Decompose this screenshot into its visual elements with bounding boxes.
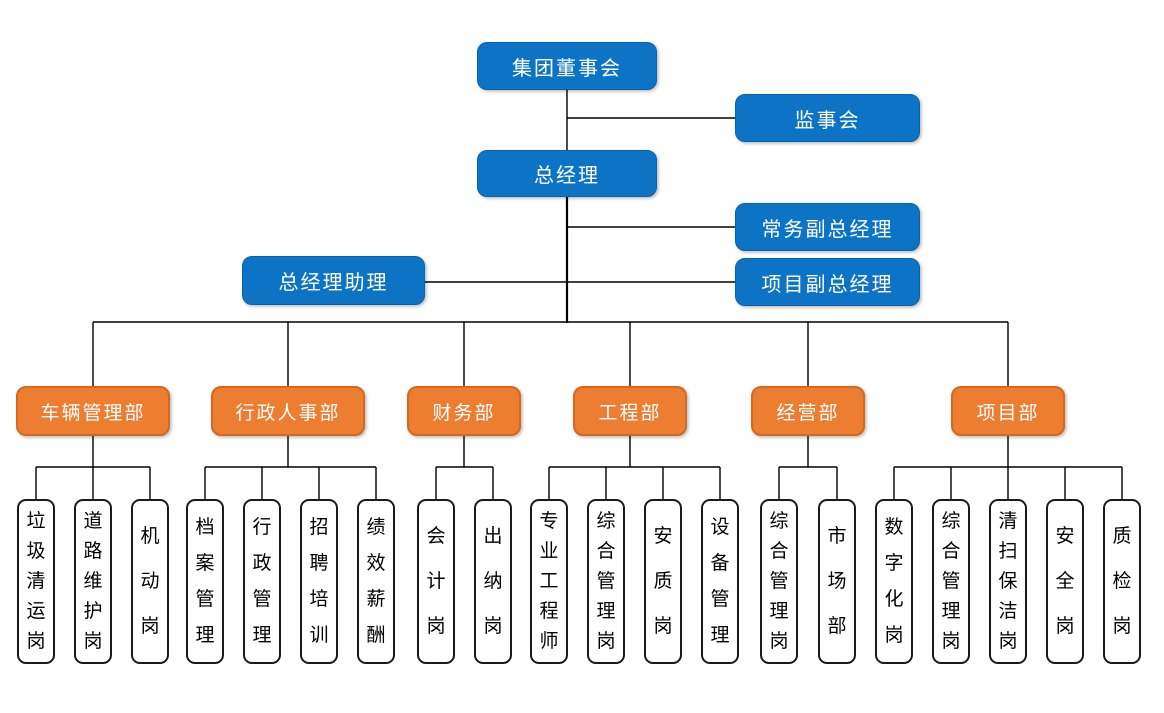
position-box: 道路维护岗	[74, 499, 112, 664]
position-box: 绩效薪酬	[357, 499, 395, 664]
node-executive-deputy-gm: 常务副总经理	[735, 203, 920, 251]
position-box: 专业工程师	[530, 499, 568, 664]
position-label: 出纳岗	[483, 526, 503, 637]
position-box: 招聘培训	[300, 499, 338, 664]
dept-admin-hr: 行政人事部	[211, 386, 365, 436]
position-label: 垃圾清运岗	[26, 511, 46, 652]
dept-engineering: 工程部	[573, 386, 687, 436]
dept-project: 项目部	[951, 386, 1065, 436]
position-box: 综合管理岗	[932, 499, 970, 664]
position-box: 数字化岗	[875, 499, 913, 664]
position-label: 安质岗	[653, 526, 673, 637]
position-box: 安质岗	[644, 499, 682, 664]
position-label: 市场部	[827, 526, 847, 637]
node-supervisory-board: 监事会	[735, 94, 920, 142]
position-label: 绩效薪酬	[366, 517, 386, 646]
dept-operations: 经营部	[751, 386, 865, 436]
position-box: 垃圾清运岗	[17, 499, 55, 664]
position-box: 会计岗	[417, 499, 455, 664]
node-board: 集团董事会	[477, 42, 657, 90]
dept-finance: 财务部	[407, 386, 521, 436]
dept-vehicle-management: 车辆管理部	[16, 386, 170, 436]
position-box: 安全岗	[1046, 499, 1084, 664]
position-box: 清扫保洁岗	[989, 499, 1027, 664]
position-box: 出纳岗	[474, 499, 512, 664]
node-general-manager: 总经理	[477, 150, 657, 197]
position-label: 综合管理岗	[769, 511, 789, 652]
position-label: 数字化岗	[884, 517, 904, 646]
position-box: 市场部	[818, 499, 856, 664]
position-label: 清扫保洁岗	[998, 511, 1018, 652]
position-box: 设备管理	[701, 499, 739, 664]
position-label: 招聘培训	[309, 517, 329, 646]
node-gm-assistant: 总经理助理	[242, 256, 425, 305]
position-box: 行政管理	[243, 499, 281, 664]
position-box: 档案管理	[186, 499, 224, 664]
position-box: 质检岗	[1103, 499, 1141, 664]
position-box: 综合管理岗	[760, 499, 798, 664]
position-label: 综合管理岗	[941, 511, 961, 652]
position-box: 机动岗	[131, 499, 169, 664]
position-label: 会计岗	[426, 526, 446, 637]
position-label: 道路维护岗	[83, 511, 103, 652]
node-project-deputy-gm: 项目副总经理	[735, 258, 920, 306]
position-label: 质检岗	[1112, 526, 1132, 637]
position-label: 专业工程师	[539, 511, 559, 652]
position-label: 设备管理	[710, 517, 730, 646]
position-box: 综合管理岗	[587, 499, 625, 664]
position-label: 行政管理	[252, 517, 272, 646]
position-label: 综合管理岗	[596, 511, 616, 652]
position-label: 机动岗	[140, 526, 160, 637]
position-label: 档案管理	[195, 517, 215, 646]
position-label: 安全岗	[1055, 526, 1075, 637]
